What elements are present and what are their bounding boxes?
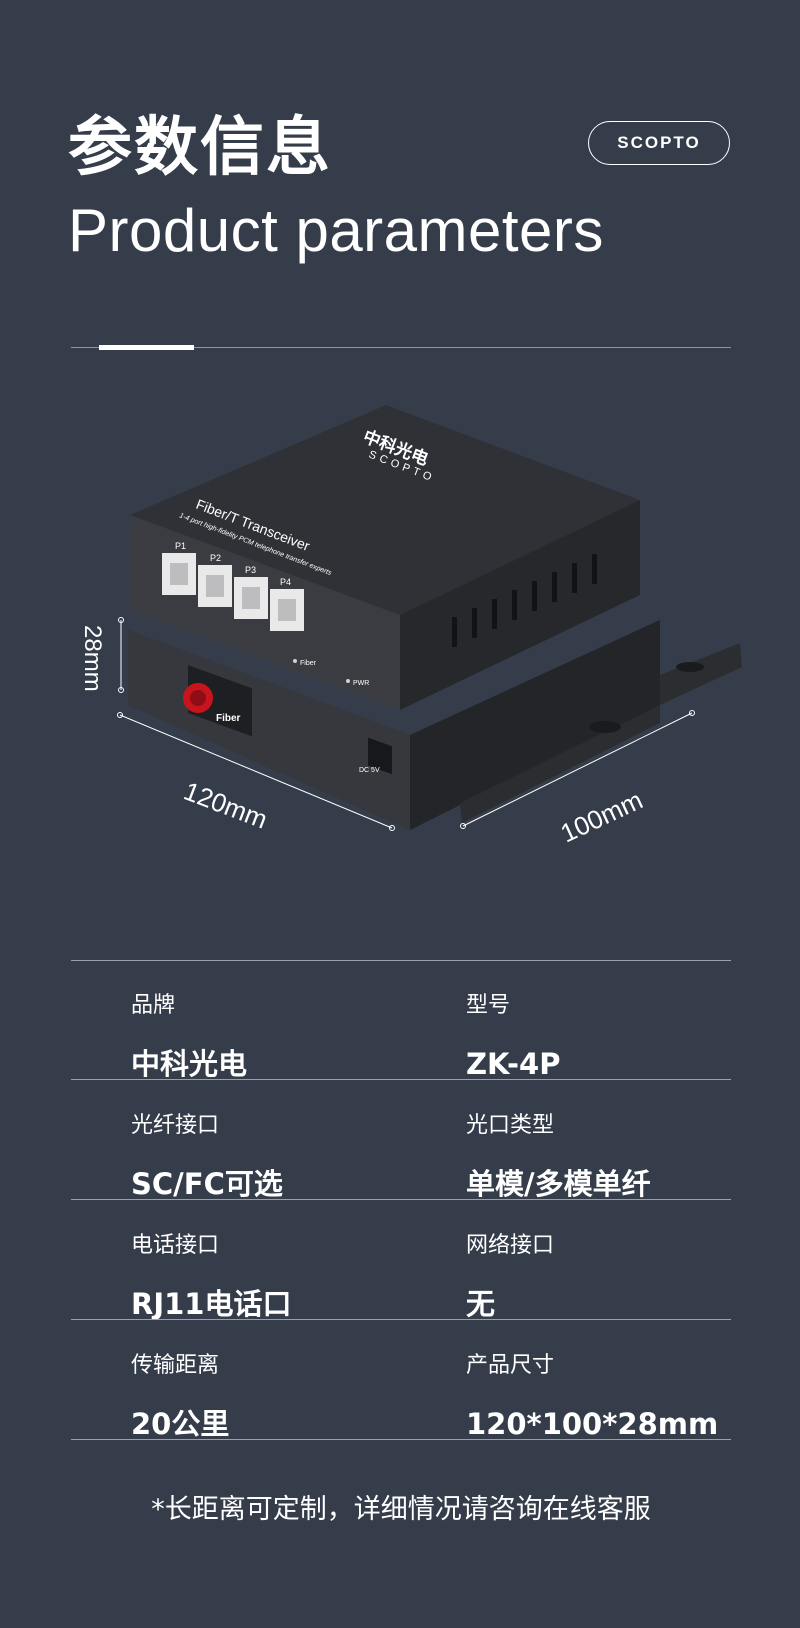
specs-table-top-border bbox=[71, 960, 731, 961]
spec-value-size: 120*100*28mm bbox=[466, 1407, 719, 1441]
spec-value-optical-type: 单模/多模单纤 bbox=[466, 1167, 651, 1201]
footnote: *长距离可定制，详细情况请咨询在线客服 bbox=[151, 1494, 651, 1525]
spec-value-model: ZK-4P bbox=[466, 1047, 561, 1081]
fiber-port-label: Fiber bbox=[216, 713, 241, 724]
spec-label-model: 型号 bbox=[466, 993, 511, 1018]
spec-row: 品牌 中科光电 型号 ZK-4P bbox=[71, 960, 731, 1081]
port-label-p1: P1 bbox=[175, 541, 186, 551]
dimension-length: 120mm bbox=[180, 776, 272, 835]
spec-label-phone-interface: 电话接口 bbox=[131, 1233, 220, 1258]
spec-value-brand: 中科光电 bbox=[131, 1047, 248, 1081]
spec-label-brand: 品牌 bbox=[131, 993, 176, 1018]
dc-label: DC 5V bbox=[359, 767, 380, 774]
port-label-p4: P4 bbox=[280, 577, 291, 587]
spec-label-network-interface: 网络接口 bbox=[466, 1233, 555, 1258]
port-label-p2: P2 bbox=[210, 553, 221, 563]
spec-label-size: 产品尺寸 bbox=[466, 1353, 555, 1378]
spec-value-phone-interface: RJ11电话口 bbox=[131, 1287, 292, 1321]
spec-row: 电话接口 RJ11电话口 网络接口 无 bbox=[71, 1200, 731, 1321]
spec-value-distance: 20公里 bbox=[131, 1407, 230, 1441]
row-divider bbox=[71, 1199, 731, 1200]
rj11-ports bbox=[162, 553, 304, 631]
page-title-cn: 参数信息 bbox=[68, 111, 332, 185]
spec-value-network-interface: 无 bbox=[466, 1287, 496, 1321]
bottom-unit: DC 5V Fiber bbox=[128, 551, 742, 830]
header-divider-accent bbox=[99, 345, 194, 350]
brand-badge: SCOPTO bbox=[588, 121, 730, 165]
spec-label-optical-type: 光口类型 bbox=[466, 1113, 555, 1138]
spec-label-fiber-interface: 光纤接口 bbox=[131, 1113, 220, 1138]
dimension-lines bbox=[117, 617, 695, 831]
page-title-en: Product parameters bbox=[68, 197, 604, 264]
dimension-height: 28mm bbox=[79, 625, 106, 692]
row-divider bbox=[71, 1079, 731, 1080]
port-label-p3: P3 bbox=[245, 565, 256, 575]
indicator-fiber: Fiber bbox=[300, 660, 317, 667]
indicator-pwr: PWR bbox=[353, 680, 369, 687]
spec-row: 传输距离 20公里 产品尺寸 120*100*28mm bbox=[71, 1320, 731, 1441]
spec-label-distance: 传输距离 bbox=[131, 1353, 220, 1378]
spec-row: 光纤接口 SC/FC可选 光口类型 单模/多模单纤 bbox=[71, 1080, 731, 1201]
header-divider bbox=[71, 347, 731, 348]
dimension-width: 100mm bbox=[556, 785, 647, 849]
top-unit: 中科光电 SCOPTO Fiber/T Transceiver 1-4 port… bbox=[130, 405, 640, 710]
row-divider bbox=[71, 1319, 731, 1320]
row-divider bbox=[71, 1439, 731, 1440]
product-image: DC 5V Fiber 中科光电 SCOPTO Fiber/T Transcei… bbox=[79, 405, 742, 849]
spec-value-fiber-interface: SC/FC可选 bbox=[131, 1167, 283, 1201]
